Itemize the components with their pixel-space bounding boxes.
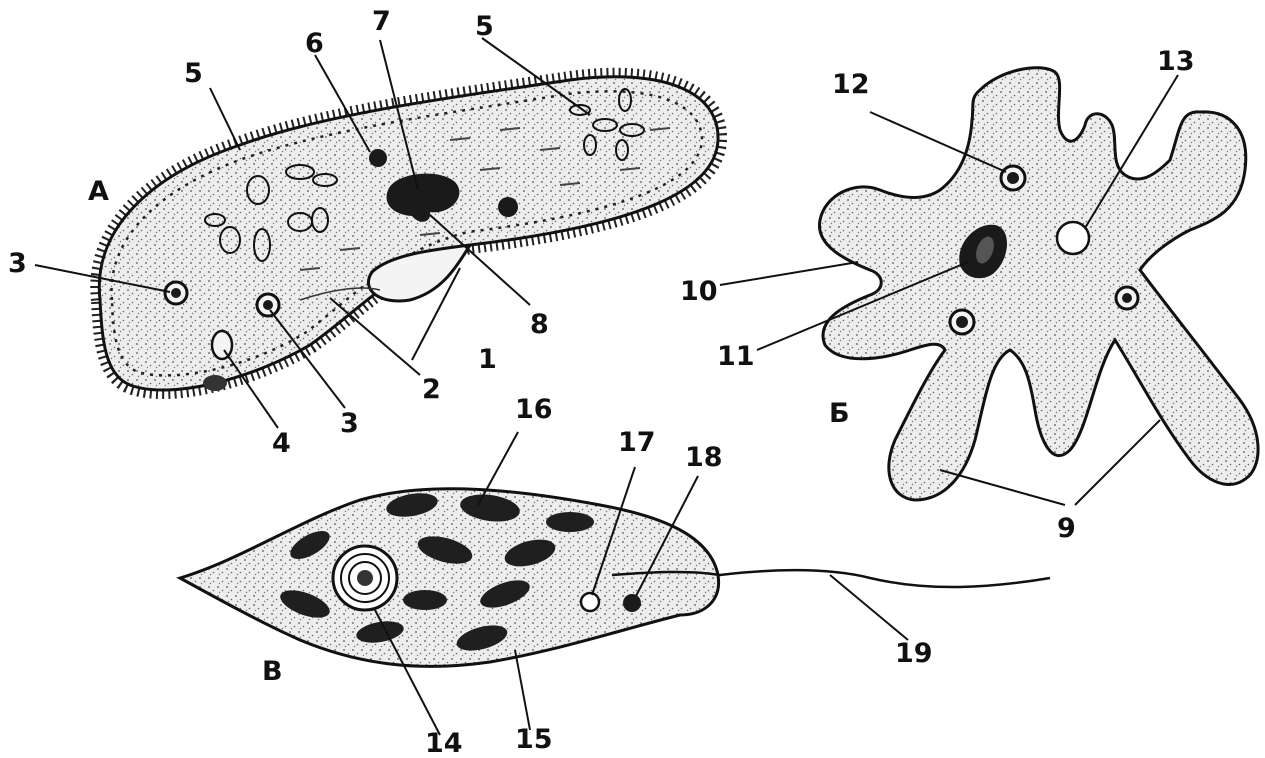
label-7: 7 <box>372 6 391 37</box>
paramecium <box>99 77 718 391</box>
label-16: 16 <box>515 394 553 425</box>
label-5-right: 5 <box>475 11 494 42</box>
panel-label-a: А <box>88 176 109 207</box>
label-2: 2 <box>422 374 441 405</box>
label-5-left: 5 <box>184 58 203 89</box>
label-4: 4 <box>272 428 291 459</box>
panel-label-b: Б <box>829 398 850 429</box>
label-3-bottom: 3 <box>340 408 359 439</box>
label-8: 8 <box>530 309 549 340</box>
label-15: 15 <box>515 724 553 755</box>
label-11: 11 <box>717 341 755 372</box>
euglena-eyespot <box>623 594 641 612</box>
amoeba-body <box>819 68 1258 500</box>
label-17: 17 <box>618 427 656 458</box>
label-9: 9 <box>1057 513 1076 544</box>
paramecium-body <box>99 77 718 390</box>
contractile-vacuole-13 <box>1057 222 1089 254</box>
label-18: 18 <box>685 442 723 473</box>
euglena-contractile-vacuole <box>581 593 599 611</box>
cytoproct <box>212 331 232 359</box>
label-19: 19 <box>895 638 933 669</box>
label-13: 13 <box>1157 46 1195 77</box>
label-14: 14 <box>425 728 463 758</box>
label-12: 12 <box>832 69 870 100</box>
label-1: 1 <box>478 344 497 375</box>
label-6: 6 <box>305 28 324 59</box>
micronucleus <box>369 149 387 167</box>
euglena-body <box>180 489 719 667</box>
excreted-particle <box>203 375 227 391</box>
label-3-left: 3 <box>8 248 27 279</box>
label-10: 10 <box>680 276 718 307</box>
amoeba <box>819 68 1258 500</box>
panel-label-v: В <box>262 656 283 687</box>
food-vacuole <box>498 197 518 217</box>
